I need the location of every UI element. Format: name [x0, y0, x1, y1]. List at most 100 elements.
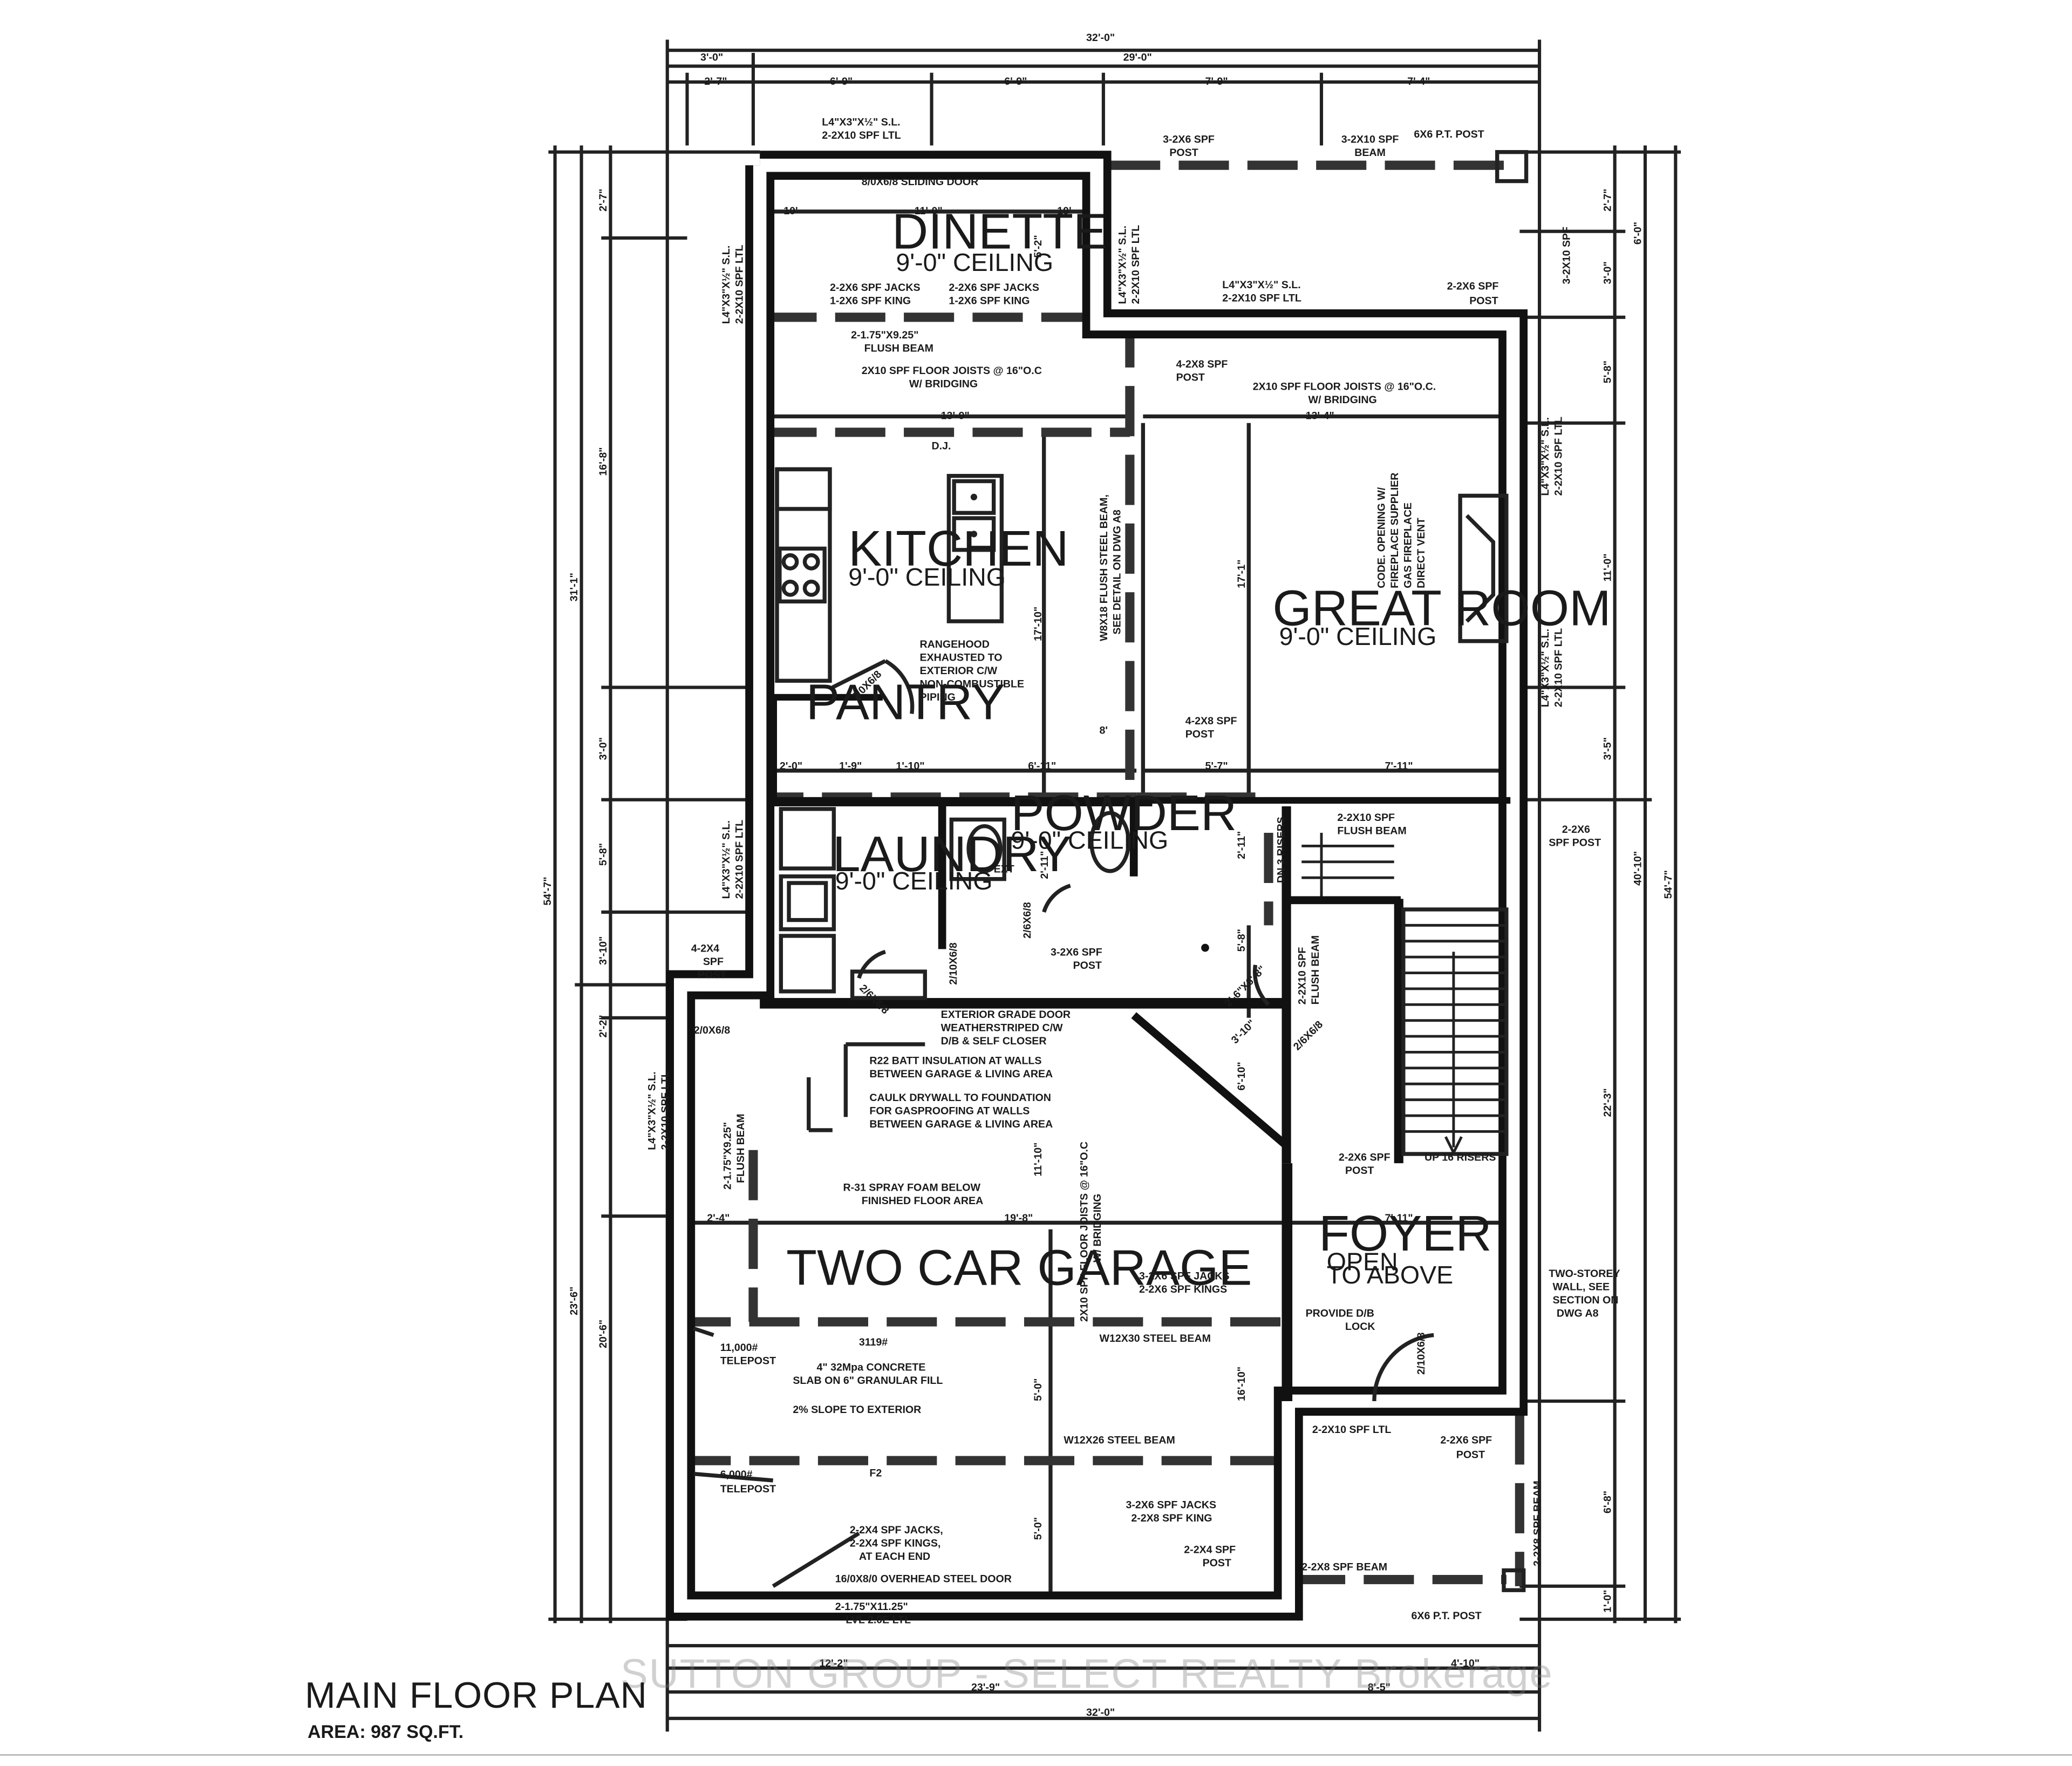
dim-label: 7'-9"	[1205, 76, 1228, 87]
note: EXT	[994, 863, 1014, 875]
note: 3-2X6 SPF	[1051, 947, 1102, 959]
note: POST	[698, 969, 726, 981]
room-label-foyer: FOYER	[1319, 1205, 1492, 1261]
dim-label: 2'-11"	[1236, 831, 1248, 859]
note: 2-2X10 SPF LTL	[733, 820, 745, 899]
note: L4"X3"X½" S.L.	[1222, 279, 1300, 291]
note: 2/0X6/8	[694, 1024, 731, 1036]
dim-label: 6'-10"	[1236, 1062, 1248, 1090]
dim-label: 2'-7"	[704, 76, 727, 87]
note: 2-2X4 SPF KINGS,	[850, 1537, 941, 1549]
room-label-kitchen: KITCHEN	[848, 520, 1068, 576]
note: FINISHED FLOOR AREA	[862, 1195, 984, 1207]
dim-label: 3'-0"	[597, 737, 609, 760]
note: FLUSH BEAM	[1337, 825, 1406, 837]
dim-label: 5'-8"	[597, 843, 609, 866]
dim-label: 32'-0"	[1086, 1707, 1115, 1719]
note: SEE DETAIL ON DWG A8	[1112, 510, 1123, 634]
dim-label: 11'-10"	[1032, 1143, 1044, 1177]
note: L4"X3"X½" S.L.	[1539, 417, 1551, 495]
dim-label: 2'-4"	[707, 1212, 730, 1224]
note: DN 3 RISERS	[1275, 817, 1287, 883]
dim-label: 7'-4"	[1407, 76, 1430, 87]
dim-label: 20'-6"	[597, 1320, 609, 1348]
note: D/B & SELF CLOSER	[941, 1035, 1047, 1047]
note: POST	[1073, 960, 1102, 972]
room-label-great-room: GREAT ROOM	[1272, 580, 1611, 636]
note: POST	[1176, 371, 1205, 383]
note: WEATHERSTRIPED C/W	[941, 1022, 1063, 1034]
note: FLUSH BEAM	[735, 1114, 747, 1183]
note: 2-2X4 SPF JACKS,	[850, 1524, 943, 1536]
dim-label: 31'-1"	[568, 573, 580, 601]
note: 2/10X6/8	[948, 942, 959, 984]
note: FLUSH BEAM	[864, 343, 933, 355]
note: CODE. OPENING W/	[1376, 487, 1388, 588]
dim-label: 8'-5"	[1368, 1681, 1391, 1693]
note: TWO-STOREY	[1549, 1268, 1620, 1280]
dim-label: 17'-1"	[1236, 560, 1248, 588]
note: POST	[1345, 1165, 1374, 1177]
note: 2-2X10 SPF LTL	[659, 1071, 671, 1150]
note: POST	[1203, 1557, 1231, 1569]
note: 2-2X8 SPF BEAM	[1301, 1561, 1387, 1573]
note: 11,000#	[720, 1342, 758, 1354]
note: 3-2X6 SPF JACKS	[1126, 1499, 1217, 1511]
note: 2X10 SPF FLOOR JOISTS @ 16"O.C	[1079, 1142, 1090, 1322]
dim-label: 13'-4"	[1306, 410, 1334, 422]
note: 3-2X6 SPF JACKS	[1139, 1271, 1230, 1282]
note: 2-2X10 SPF LTL	[1553, 417, 1565, 496]
room-label-laundry: LAUNDRY	[833, 826, 1072, 882]
dim-label: 16'-8"	[597, 447, 609, 476]
dim-label: 6'-8"	[1601, 1491, 1613, 1513]
dim-label: 3'-0"	[700, 52, 723, 64]
dim-label: 7'-11"	[1385, 1212, 1413, 1224]
dim-label: 23'-6"	[568, 1287, 580, 1315]
note: 2/6X6/8	[1291, 1018, 1325, 1052]
note: 6X6 P.T. POST	[1414, 128, 1484, 140]
dim-label: 5'-7"	[1205, 760, 1228, 772]
note: 2-2X6	[1562, 824, 1590, 836]
note: 2-2X10 SPF LTL	[1312, 1424, 1392, 1436]
note: FOR GASPROOFING AT WALLS	[869, 1105, 1030, 1117]
dim-label: 10'	[1057, 205, 1071, 217]
note: NON-COMBUSTIBLE	[919, 678, 1024, 690]
note: 2-2X10 SPF LTL	[733, 245, 745, 324]
note: R-31 SPRAY FOAM BELOW	[843, 1182, 980, 1194]
note: 2-2X6 SPF JACKS	[949, 282, 1039, 294]
note: GAS FIREPLACE	[1402, 502, 1414, 588]
room-label-dinette: DINETTE	[892, 203, 1107, 259]
dim-label: 3'-0"	[1601, 261, 1613, 284]
note: POST	[1469, 295, 1498, 307]
note: 2/10X6/8	[1415, 1333, 1427, 1375]
dim-label: 3'-10"	[1229, 1017, 1258, 1046]
dim-label: 17'-10"	[1032, 607, 1044, 641]
dim-label: 6'-0"	[1632, 222, 1644, 244]
note: 2X10 SPF FLOOR JOISTS @ 16"O.C	[862, 365, 1042, 377]
dim-label: 16'-10"	[1236, 1367, 1248, 1401]
room-ceiling-kitchen: 9'-0" CEILING	[848, 563, 1006, 591]
dim-label: 2'-11"	[1039, 851, 1051, 879]
note: 2-2X6 SPF	[1339, 1151, 1391, 1163]
note: W8X18 FLUSH STEEL BEAM,	[1098, 494, 1110, 641]
dim-label: 6'-9"	[830, 76, 853, 87]
note: 2-2X8 SPF BEAM	[1532, 1480, 1544, 1566]
dim-label: 2'-7"	[1601, 189, 1613, 212]
note: 2-2X6 SPF	[1440, 1434, 1492, 1446]
dim-label: 5'-0"	[1032, 1378, 1044, 1401]
note: D.J.	[932, 440, 951, 452]
dim-label: 4'-10"	[1451, 1658, 1480, 1669]
note: L4"X3"X½" S.L.	[720, 820, 732, 899]
dim-label: 23'-9"	[971, 1681, 1000, 1693]
note: POST	[1169, 147, 1198, 159]
note: 2-2X10 SPF LTL	[1553, 628, 1565, 708]
room-labels: DINETTE 9'-0" CEILING KITCHEN 9'-0" CEIL…	[786, 203, 1611, 1295]
note: SPF	[703, 956, 724, 968]
note: 2-2X10 SPF LTL	[1130, 225, 1142, 304]
fixtures	[693, 150, 1529, 1592]
note: FLUSH BEAM	[1310, 935, 1321, 1004]
interior-walls	[760, 659, 1511, 1401]
note: 2% SLOPE TO EXTERIOR	[793, 1404, 921, 1416]
dim-label: 40'-10"	[1632, 851, 1644, 886]
